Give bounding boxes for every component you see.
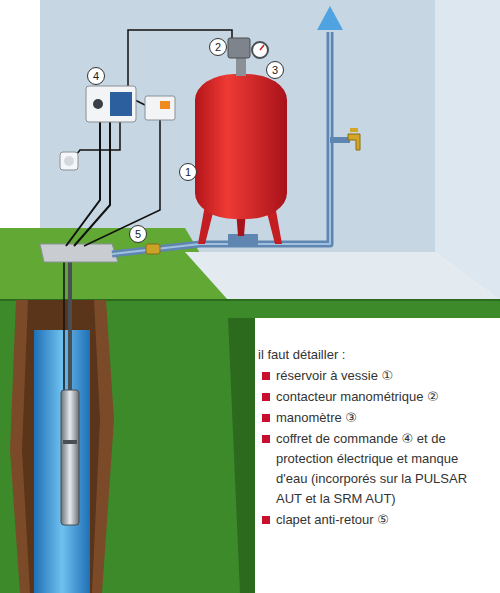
control-panel (110, 92, 132, 116)
well-inner (22, 300, 100, 593)
control-box (86, 86, 136, 122)
tap-handle (350, 128, 358, 132)
list-bullet (262, 414, 270, 422)
well-shaft (10, 300, 114, 593)
tap-branch (330, 137, 350, 143)
earth-block (0, 300, 500, 593)
gauge-needle (260, 45, 264, 50)
floor (185, 252, 500, 300)
riser-pipe (68, 250, 72, 392)
pump-band (63, 440, 77, 444)
control-knob (93, 99, 103, 109)
note-item: manomètre ③ (276, 408, 488, 428)
callout-number: 5 (129, 225, 147, 243)
pressure-switch (228, 38, 250, 58)
earth-shade (228, 318, 255, 593)
cable (74, 122, 110, 246)
tank-fitting (236, 58, 246, 76)
list-bullet (262, 516, 270, 524)
note-item: réservoir à vessie ① (276, 366, 488, 386)
socket-face (64, 156, 74, 166)
wall-socket (60, 152, 78, 170)
grass (0, 228, 228, 300)
cable (66, 122, 100, 246)
pressure-gauge (252, 42, 268, 58)
tap (348, 134, 360, 150)
callout-number: 3 (266, 61, 284, 79)
check-valve (146, 244, 160, 254)
note-item: clapet anti-retour ⑤ (276, 510, 488, 530)
callout-number: 4 (87, 67, 105, 85)
cable (84, 120, 160, 246)
note-heading: il faut détailler : (258, 345, 488, 365)
water (34, 330, 90, 593)
list-bullet (262, 393, 270, 401)
note-item: contacteur manométrique ② (276, 387, 488, 407)
list-bullet (262, 435, 270, 443)
submersible-pump (61, 390, 79, 525)
back-wall (40, 0, 435, 252)
callout-number: 2 (209, 38, 227, 56)
protection-box (145, 96, 175, 120)
well-cover (40, 244, 118, 262)
list-bullet (262, 372, 270, 380)
pipe-highlight (112, 32, 330, 254)
protection-display (160, 101, 170, 109)
callout-number: 1 (179, 163, 197, 181)
water-pipe (112, 32, 330, 254)
cable (72, 122, 120, 160)
pump-cable (63, 255, 65, 395)
side-wall (435, 0, 500, 300)
bladder-tank (195, 74, 287, 219)
flow-arrow (317, 6, 343, 30)
note-item: coffret de commande ④ et de protection é… (276, 429, 488, 509)
